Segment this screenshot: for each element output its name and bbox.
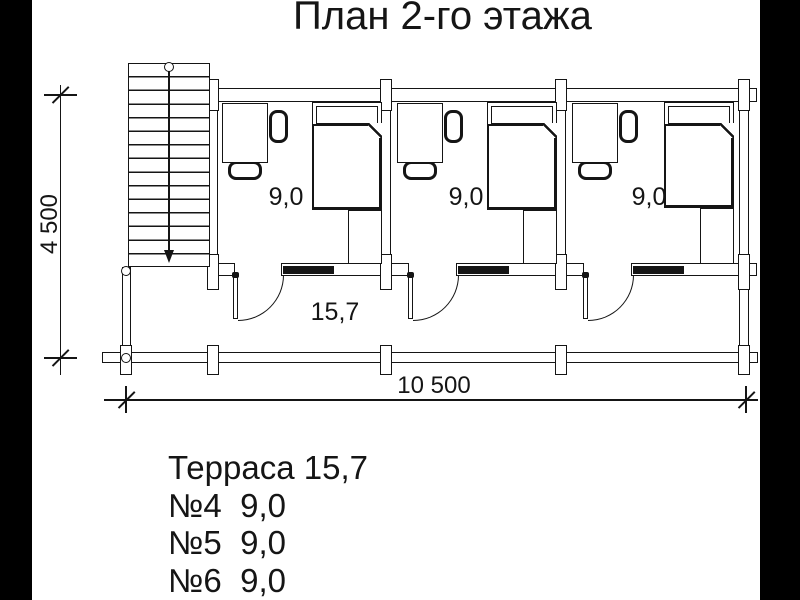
log-joint bbox=[207, 254, 219, 290]
nightstand bbox=[523, 210, 557, 264]
legend-terrace: Терраса 15,7 bbox=[168, 449, 368, 486]
log-joint bbox=[380, 345, 392, 375]
post-pin bbox=[121, 266, 131, 276]
terrace-area-label: 15,7 bbox=[310, 298, 360, 326]
door-leaf bbox=[583, 273, 588, 319]
log-joint bbox=[380, 254, 392, 290]
nightstand bbox=[700, 208, 734, 264]
dimension-line bbox=[104, 399, 758, 401]
legend: Терраса 15,7 №4 9,0 №5 9,0 №6 9,0 bbox=[168, 449, 368, 599]
chair bbox=[444, 110, 463, 143]
log-joint bbox=[738, 345, 750, 375]
bed-blanket bbox=[312, 124, 381, 209]
room-area-label: 9,0 bbox=[268, 183, 304, 211]
door-swing-arc bbox=[588, 275, 634, 321]
room-area-label: 9,0 bbox=[448, 183, 484, 211]
blanket-fold bbox=[720, 123, 734, 138]
letterbox-bar-left bbox=[0, 0, 32, 600]
door-hinge bbox=[407, 272, 414, 278]
door-leaf bbox=[233, 273, 238, 319]
terrace-rail bbox=[102, 352, 758, 363]
log-joint bbox=[738, 254, 750, 290]
log-joint bbox=[738, 79, 750, 111]
bed-pillow bbox=[668, 106, 730, 124]
stair-direction-line bbox=[168, 68, 170, 252]
log-joint bbox=[207, 345, 219, 375]
bed bbox=[487, 102, 557, 210]
blanket-fold bbox=[543, 123, 557, 138]
desk bbox=[222, 103, 268, 163]
blanket-fold bbox=[368, 123, 382, 138]
chair bbox=[619, 110, 638, 143]
bed bbox=[312, 102, 382, 210]
log-joint bbox=[555, 254, 567, 290]
legend-room-4: №4 9,0 bbox=[168, 486, 286, 524]
dimension-line bbox=[59, 85, 62, 375]
room-4: 9,0 bbox=[216, 95, 388, 325]
door-hinge bbox=[232, 272, 239, 278]
post-pin bbox=[121, 353, 131, 363]
chair bbox=[403, 161, 437, 180]
window bbox=[458, 266, 509, 274]
nightstand bbox=[348, 210, 382, 264]
legend-room-5: №5 9,0 bbox=[168, 524, 286, 561]
window bbox=[283, 266, 334, 274]
door-hinge bbox=[582, 272, 589, 278]
letterbox-bar-right bbox=[760, 0, 800, 600]
log-joint bbox=[555, 79, 567, 111]
stair-direction-start bbox=[164, 62, 174, 72]
bed-blanket bbox=[487, 124, 556, 209]
chair bbox=[578, 161, 612, 180]
room-6: 9,0 bbox=[566, 95, 738, 325]
log-joint bbox=[555, 345, 567, 375]
desk bbox=[572, 103, 618, 163]
page-title: План 2-го этажа bbox=[293, 0, 592, 38]
chair bbox=[269, 110, 288, 143]
stair-direction-arrow bbox=[163, 250, 174, 263]
bed bbox=[664, 102, 734, 208]
dimension-text-vertical: 4 500 bbox=[36, 193, 63, 255]
dimension-text-horizontal: 10 500 bbox=[397, 372, 471, 399]
door-swing-arc bbox=[413, 275, 459, 321]
door-leaf bbox=[408, 273, 413, 319]
room-5: 9,0 bbox=[391, 95, 563, 325]
legend-room-6: №6 9,0 bbox=[168, 561, 286, 599]
bed-pillow bbox=[316, 106, 378, 124]
wall-right bbox=[739, 98, 749, 358]
desk bbox=[397, 103, 443, 163]
chair bbox=[228, 161, 262, 180]
room-area-label: 9,0 bbox=[631, 183, 667, 211]
bed-pillow bbox=[491, 106, 553, 124]
door-swing-arc bbox=[238, 275, 284, 321]
log-joint bbox=[380, 79, 392, 111]
window bbox=[633, 266, 684, 274]
